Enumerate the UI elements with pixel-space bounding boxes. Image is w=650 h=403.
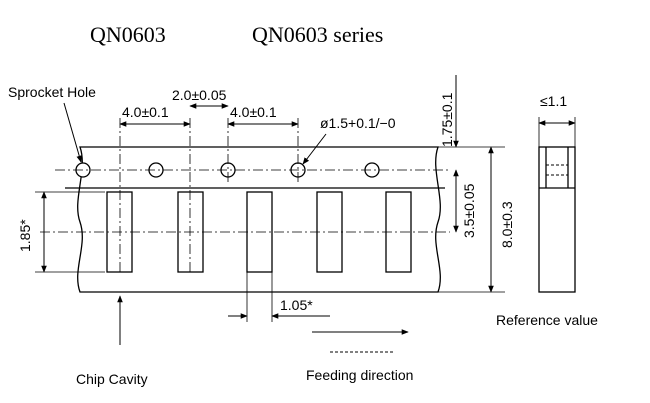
- dim-tape-width: 8.0±0.3: [499, 201, 515, 248]
- center-lines: [40, 118, 450, 272]
- reference-value-label: Reference value: [496, 312, 598, 328]
- sprocket-hole-label: Sprocket Hole: [8, 84, 96, 100]
- dim-sprocket-pitch: 4.0±0.1: [122, 104, 169, 120]
- dim-sprocket-to-cavity: 2.0±0.05: [172, 87, 227, 103]
- dim-cavity-width: 1.05*: [280, 297, 313, 313]
- dim-thickness: ≤1.1: [540, 93, 567, 109]
- sprocket-hole-leader: [63, 102, 82, 163]
- part-number-title: QN0603: [90, 22, 166, 47]
- chip-cavity-label: Chip Cavity: [76, 371, 148, 387]
- dim-hole-diameter: ø1.5+0.1/−0: [320, 115, 396, 131]
- dim-hole-to-cavity: 3.5±0.05: [461, 183, 477, 238]
- dim-edge-to-hole: 1.75±0.1: [439, 92, 455, 147]
- side-view: [538, 146, 576, 293]
- series-title: QN0603 series: [252, 22, 383, 47]
- extension-lines: [438, 146, 505, 293]
- dim-cavity-length: 1.85*: [17, 219, 33, 252]
- dim-cavity-pitch: 4.0±0.1: [230, 104, 277, 120]
- feeding-direction-label: Feeding direction: [306, 367, 413, 383]
